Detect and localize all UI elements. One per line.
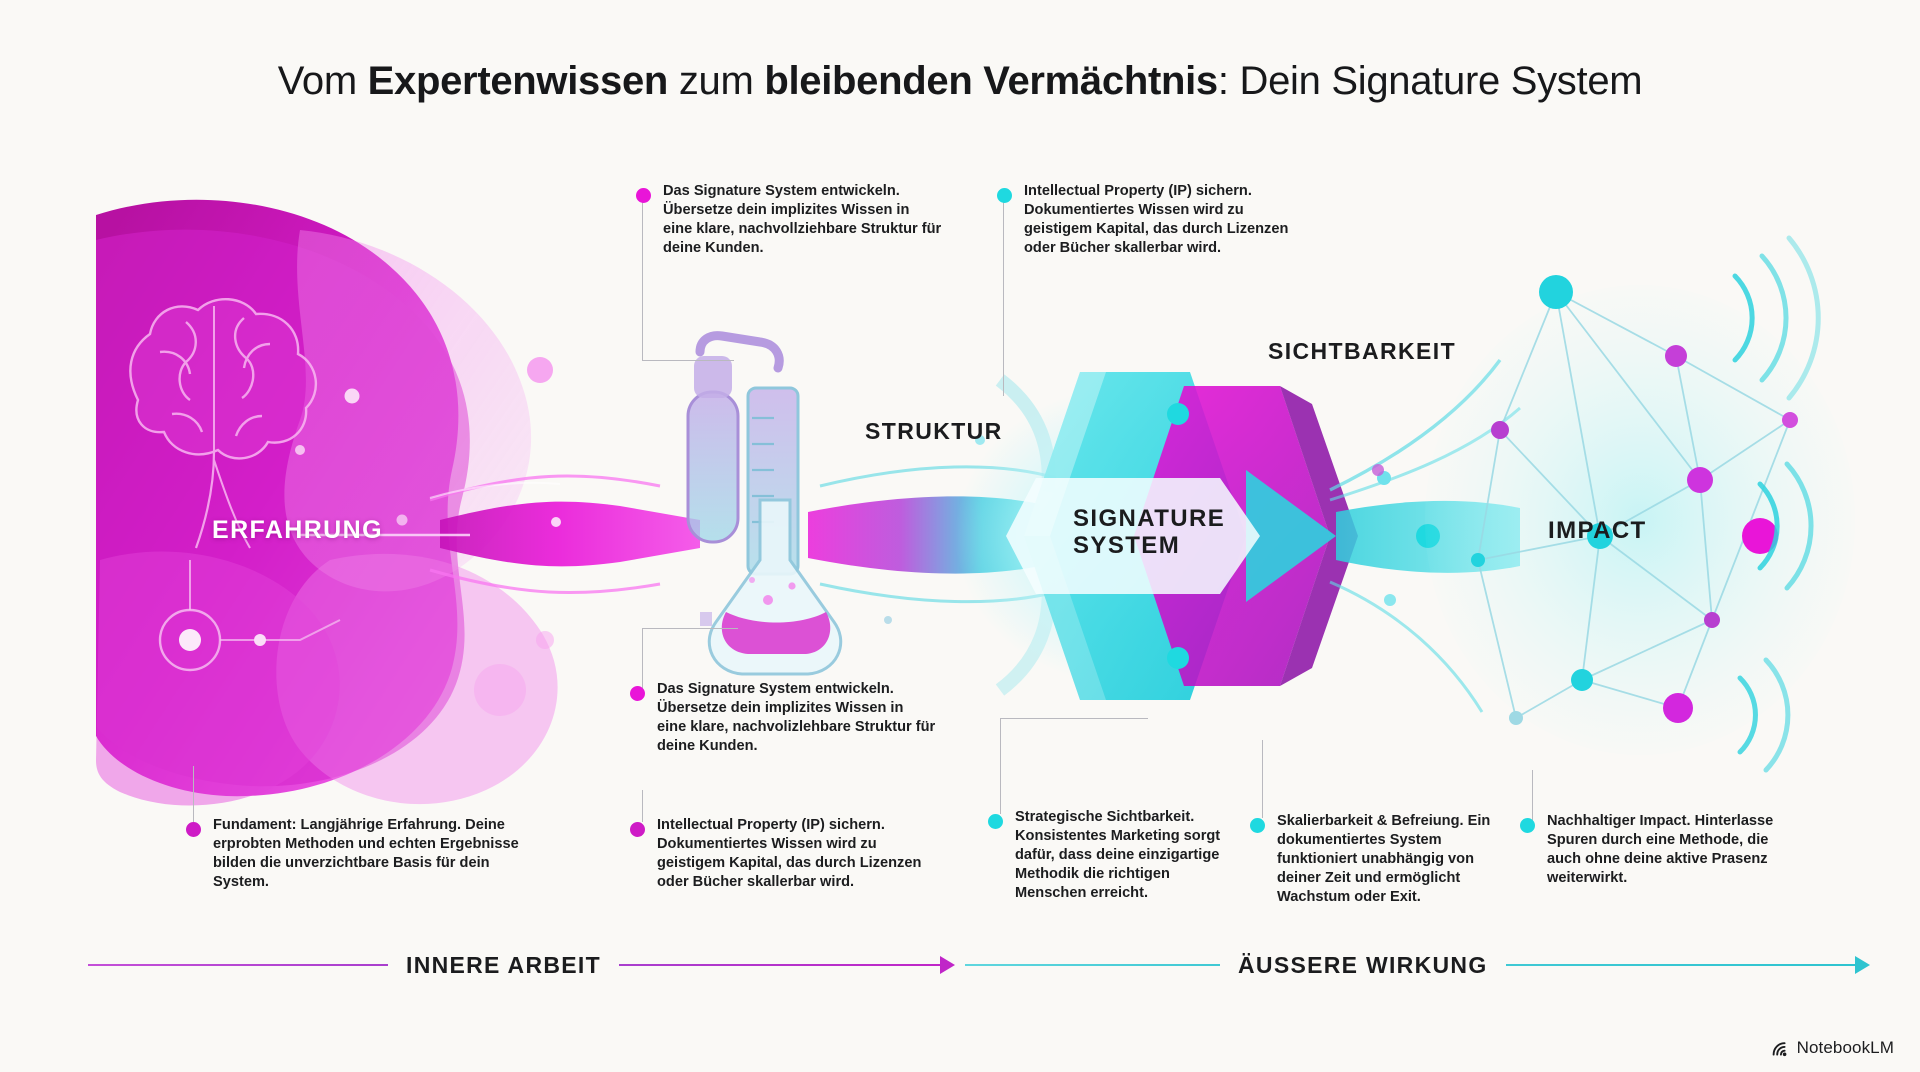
callout-bottom-fundament: Fundament: Langjährige Erfahrung. Deine … xyxy=(186,816,526,892)
callout-top-intellectual-property: Intellectual Property (IP) sichern. Doku… xyxy=(997,182,1297,258)
callout-text: Übersetze dein implizites Wissen in eine… xyxy=(663,201,942,256)
callout-heading: Fundament: Langjährige Erfahrung. xyxy=(213,817,462,833)
leader-line-top-ip xyxy=(1003,200,1005,396)
callout-dot-cyan xyxy=(1250,818,1265,833)
stage-label-erfahrung: ERFAHRUNG xyxy=(212,516,383,544)
phase-label-aussere-wirkung: ÄUSSERE WIRKUNG xyxy=(1238,951,1488,978)
callout-dot-magenta xyxy=(636,188,651,203)
notebooklm-watermark: NotebookLM xyxy=(1771,1038,1894,1058)
leader-line-top-signature xyxy=(642,200,644,360)
callout-text: Hinterlasse Spuren durch eine Methode, d… xyxy=(1547,813,1774,886)
callout-dot-cyan xyxy=(988,814,1003,829)
callout-heading: Intellectual Property (IP) sichern. xyxy=(1024,183,1252,199)
phase-label-innere-arbeit: INNERE ARBEIT xyxy=(406,951,601,978)
phase-line-left-2 xyxy=(618,964,941,966)
flow-erfahrung-to-struktur xyxy=(300,474,700,595)
title-part-3: : Dein Signature System xyxy=(1217,59,1643,103)
phase-arrow-left xyxy=(939,956,955,974)
leader-line-strategische xyxy=(1000,718,1002,814)
title-bold-2: bleibenden Vermächtnis xyxy=(764,59,1218,103)
title-bold-1: Expertenwissen xyxy=(367,59,669,103)
leader-line-top-signature-h xyxy=(642,360,734,362)
callout-bottom-skalierbarkeit: Skalierbarkeit & Befreiung. Ein dokument… xyxy=(1250,812,1506,907)
callout-heading: Nachhaltiger Impact. xyxy=(1547,813,1691,829)
impact-network xyxy=(1372,235,1855,773)
phase-line-right-2 xyxy=(1505,964,1856,966)
stage-label-signature-system-line1: SIGNATURE xyxy=(1073,505,1226,532)
brain-icon xyxy=(129,297,318,549)
phase-axis-innere-arbeit: INNERE ARBEIT xyxy=(88,950,955,980)
callout-bottom-intellectual-property: Intellectual Property (IP) sichern. Doku… xyxy=(630,816,946,892)
callout-dot-magenta xyxy=(186,822,201,837)
leader-line-mid-signature xyxy=(642,628,644,690)
phase-axis-aussere-wirkung: ÄUSSERE WIRKUNG xyxy=(965,950,1870,980)
callout-bottom-nachhaltiger-impact: Nachhaltiger Impact. Hinterlasse Spuren … xyxy=(1520,812,1784,888)
stage-label-sichtbarkeit: SICHTBARKEIT xyxy=(1268,338,1457,364)
phase-line-right xyxy=(965,964,1220,966)
callout-heading: Strategische Sichtbarkeit. xyxy=(1015,809,1195,825)
notebooklm-label: NotebookLM xyxy=(1796,1038,1894,1057)
title-part-2: zum xyxy=(668,59,765,103)
callout-heading: Das Signature System entwickeln. xyxy=(663,183,900,199)
callout-text: Dokumentiertes Wissen wird zu geistigem … xyxy=(1024,201,1289,256)
callout-dot-cyan xyxy=(1520,818,1535,833)
brain-circuit-nodes xyxy=(158,357,554,716)
title-part-1: Vom xyxy=(277,59,368,103)
leader-line-mid-signature-h xyxy=(642,628,738,630)
leader-line-bottom-ip xyxy=(642,790,644,822)
callout-text: Deine erprobten Methoden und echten Erge… xyxy=(213,817,519,890)
phase-line-left xyxy=(88,964,388,966)
phase-arrow-right xyxy=(1854,956,1870,974)
stage-label-signature-system-line2: SYSTEM xyxy=(1073,532,1181,560)
callout-top-signature-system: Das Signature System entwickeln. Überset… xyxy=(636,182,942,258)
callout-text: Dokumentiertes Wissen wird zu geistigem … xyxy=(657,835,922,890)
callout-heading: Das Signature System entwickeln. xyxy=(657,681,894,697)
lab-apparatus xyxy=(686,331,892,676)
callout-dot-cyan xyxy=(997,188,1012,203)
leader-line-skalierbarkeit xyxy=(1262,740,1264,818)
leader-line-fundament xyxy=(193,766,195,822)
callout-heading: Skalierbarkeit & Befreiung. xyxy=(1277,813,1464,829)
callout-dot-magenta xyxy=(630,822,645,837)
callout-text: Ein dokumentiertes System funktioniert u… xyxy=(1277,813,1491,905)
callout-bottom-strategische-sichtbarkeit: Strategische Sichtbarkeit. Konsistentes … xyxy=(988,808,1240,903)
stage-label-impact: IMPACT xyxy=(1548,517,1647,544)
leader-line-nachhaltiger xyxy=(1532,770,1534,822)
stage-label-signature-system: SIGNATURE SYSTEM xyxy=(1073,505,1225,559)
callout-text: Übersetze dein implizites Wissen in eine… xyxy=(657,699,936,754)
stage-label-struktur: STRUKTUR xyxy=(865,418,1003,444)
leader-line-strategische-h xyxy=(1000,718,1148,720)
page-title: Vom Expertenwissen zum bleibenden Vermäc… xyxy=(0,58,1920,104)
callout-heading: Intellectual Property (IP) sichern. xyxy=(657,817,885,833)
notebooklm-icon xyxy=(1771,1040,1790,1057)
callout-dot-magenta xyxy=(630,686,645,701)
callout-text: Konsistentes Marketing sorgt dafür, dass… xyxy=(1015,827,1221,901)
signature-system-hexagons xyxy=(955,372,1358,700)
callout-mid-signature-system: Das Signature System entwickeln. Überset… xyxy=(630,680,936,756)
